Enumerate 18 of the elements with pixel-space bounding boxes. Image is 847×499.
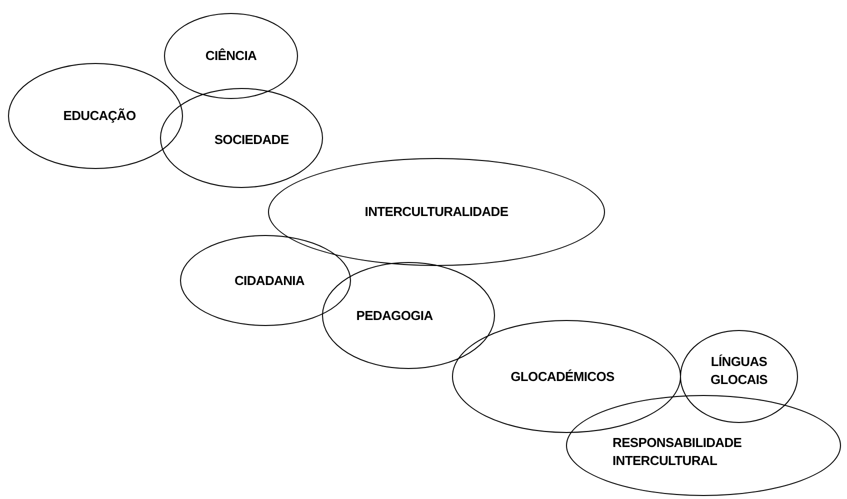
node-label: CIÊNCIA: [205, 47, 257, 65]
ellipse-node: [8, 63, 183, 169]
ellipse-node: [268, 158, 605, 266]
ellipse-node: [322, 262, 495, 369]
ellipse-node: [680, 330, 798, 423]
node-label: GLOCADÉMICOS: [510, 368, 614, 386]
node-label: CIDADANIA: [234, 272, 305, 290]
node-label: LÍNGUAS GLOCAIS: [710, 352, 768, 388]
ellipse-node: [566, 395, 841, 496]
node-label: INTERCULTURALIDADE: [364, 203, 508, 221]
node-label: EDUCAÇÃO: [63, 107, 136, 125]
ellipse-node: [452, 320, 681, 433]
node-label: PEDAGOGIA: [356, 306, 433, 324]
ellipse-node: [160, 88, 323, 188]
ellipse-node: [180, 235, 351, 326]
node-label: SOCIEDADE: [214, 131, 289, 149]
ellipse-node: [164, 13, 298, 99]
node-label: RESPONSABILIDADE INTERCULTURAL: [612, 434, 743, 470]
